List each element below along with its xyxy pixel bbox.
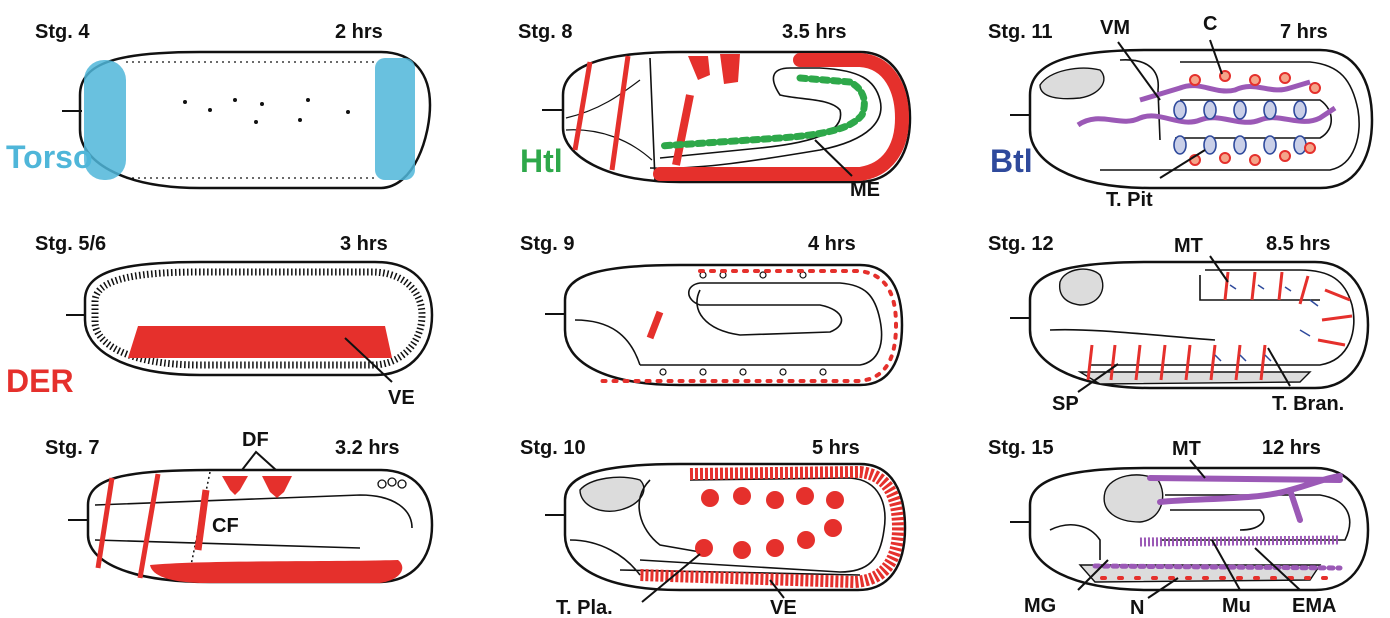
stage-label: Stg. 8 [518, 21, 572, 43]
label-cf: CF [212, 515, 239, 537]
brain-stipple [1104, 475, 1163, 522]
time-label: 4 hrs [808, 233, 856, 255]
stage-label: Stg. 15 [988, 437, 1054, 459]
time-label: 3.2 hrs [335, 437, 399, 459]
ema-purple-dots [1095, 566, 1340, 568]
panel-stg-15: Stg. 15 12 hrs MT MG N Mu EMA [988, 437, 1368, 618]
ventral-stipple-band [1080, 372, 1310, 384]
label-t-pla: T. Pla. [556, 597, 613, 618]
stage-label: Stg. 9 [520, 233, 574, 255]
label-df: DF [242, 429, 269, 451]
label-mu: Mu [1222, 595, 1251, 617]
stage-label: Stg. 7 [45, 437, 99, 459]
stage-label: Stg. 11 [988, 21, 1052, 43]
receptor-label: DER [6, 363, 74, 399]
panel-stg-10: Stg. 10 5 hrs T. Pla. VE [520, 437, 905, 618]
panel-stg-8: Stg. 8 3.5 hrs ME Htl [518, 21, 910, 201]
stage-label: Stg. 4 [35, 21, 90, 43]
time-label: 3 hrs [340, 233, 388, 255]
panel-stg-11: Stg. 11 7 hrs VM C T. Pit Btl [988, 13, 1372, 211]
torso-posterior-domain [375, 58, 415, 180]
stage-label: Stg. 5/6 [35, 233, 106, 255]
time-label: 7 hrs [1280, 21, 1328, 43]
label-ve: VE [388, 387, 415, 409]
label-vm: VM [1100, 17, 1130, 39]
time-label: 2 hrs [335, 21, 383, 43]
stage-label: Stg. 12 [988, 233, 1054, 255]
panel-stg-12: Stg. 12 8.5 hrs MT SP T. Bran. [988, 233, 1368, 415]
label-mt: MT [1172, 438, 1201, 460]
label-mg: MG [1024, 595, 1056, 617]
receptor-label: Torso [6, 139, 93, 175]
receptor-label: Htl [520, 143, 563, 179]
time-label: 3.5 hrs [782, 21, 846, 43]
time-label: 5 hrs [812, 437, 860, 459]
label-c: C [1203, 13, 1217, 35]
df-leader-lines [242, 452, 276, 470]
stage-label: Stg. 10 [520, 437, 586, 459]
ventral-mesoderm-band [150, 560, 402, 583]
label-n: N [1130, 597, 1144, 618]
label-ema: EMA [1292, 595, 1336, 617]
head-stipple [1060, 269, 1103, 305]
time-label: 12 hrs [1262, 437, 1321, 459]
panel-stg-5-6: Stg. 5/6 3 hrs VE DER [6, 233, 432, 409]
label-sp: SP [1052, 393, 1079, 415]
label-me: ME [850, 179, 880, 201]
panel-stg-7: Stg. 7 3.2 hrs DF CF [45, 429, 432, 583]
label-ve: VE [770, 597, 797, 618]
der-ventral-domain [128, 326, 392, 358]
label-t-pit: T. Pit [1106, 189, 1153, 211]
receptor-label: Btl [990, 143, 1033, 179]
panel-stg-9: Stg. 9 4 hrs [520, 233, 902, 385]
label-t-bran: T. Bran. [1272, 393, 1344, 415]
time-label: 8.5 hrs [1266, 233, 1330, 255]
panel-stg-4: Stg. 4 2 hrs Torso [6, 21, 430, 188]
label-mt: MT [1174, 235, 1203, 257]
